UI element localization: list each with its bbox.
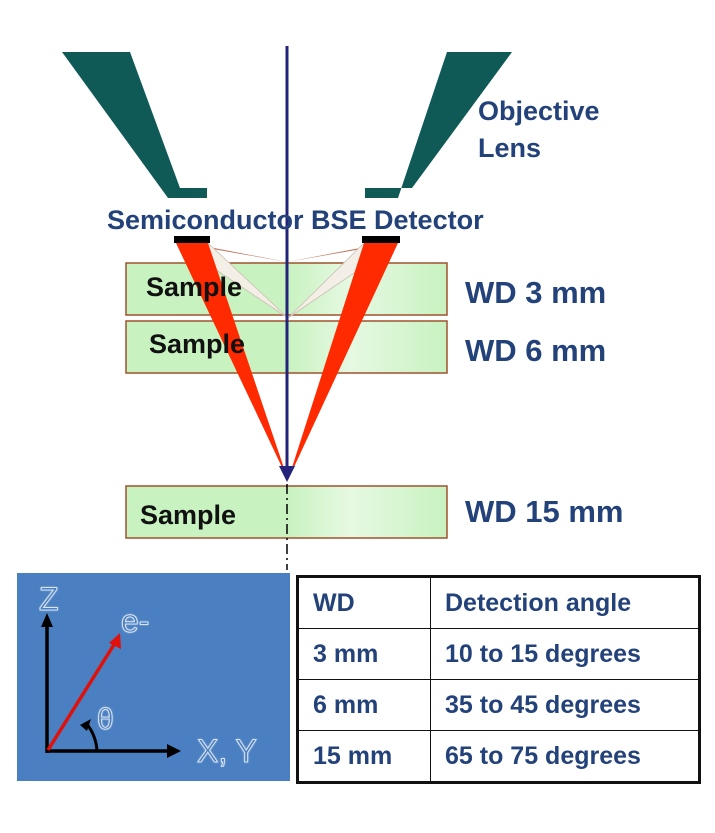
sem-diagram — [62, 46, 512, 570]
bse-ray-wd15-right — [288, 243, 398, 480]
wd3-label: WD 3 mm — [465, 275, 607, 310]
objective-lens-label-line1: Objective — [478, 96, 600, 126]
cell-wd: 6 mm — [297, 679, 431, 731]
sample-label-wd3: Sample — [146, 272, 243, 302]
cell-angle: 35 to 45 degrees — [430, 679, 700, 731]
theta-label: θ — [97, 703, 115, 737]
cell-angle: 10 to 15 degrees — [430, 628, 700, 680]
electron-vector — [46, 642, 117, 751]
objective-lens-right-pole — [365, 52, 512, 198]
bse-detector-right — [362, 236, 400, 243]
objective-lens-label-line2: Lens — [478, 133, 542, 163]
detection-angle-table: WD Detection angle 3 mm 10 to 15 degrees… — [296, 575, 701, 784]
table-row: 6 mm 35 to 45 degrees — [297, 679, 700, 731]
xy-axis-arrowhead — [167, 744, 181, 758]
electron-vector-arrowhead — [109, 633, 121, 649]
detector-label: Semiconductor BSE Detector — [107, 205, 484, 235]
table-header-row: WD Detection angle — [297, 576, 700, 629]
table-row: 3 mm 10 to 15 degrees — [297, 628, 700, 680]
bse-detector-left — [174, 236, 210, 243]
wd6-label: WD 6 mm — [465, 333, 607, 368]
cell-angle: 65 to 75 degrees — [430, 730, 700, 783]
header-detection-angle: Detection angle — [430, 576, 700, 629]
cell-wd: 15 mm — [297, 730, 431, 783]
bse-ray-wd15-left — [176, 243, 288, 480]
wd15-label: WD 15 mm — [465, 494, 624, 529]
cell-wd: 3 mm — [297, 628, 431, 680]
table-row: 15 mm 65 to 75 degrees — [297, 730, 700, 783]
xy-axis-label: X, Y — [197, 733, 258, 770]
coordinate-axes — [41, 613, 181, 758]
theta-arc-arrowhead — [80, 719, 91, 731]
electron-beam-arrowhead — [279, 466, 295, 482]
electron-label: e- — [120, 603, 150, 640]
sample-label-wd6: Sample — [149, 329, 246, 359]
sample-label-wd15: Sample — [140, 500, 237, 530]
z-axis-arrowhead — [41, 613, 53, 627]
objective-lens-left-pole — [62, 52, 207, 198]
header-wd: WD — [297, 576, 431, 629]
z-axis-label: Z — [39, 581, 60, 618]
coordinate-panel: Z e- θ X, Y — [17, 573, 290, 781]
